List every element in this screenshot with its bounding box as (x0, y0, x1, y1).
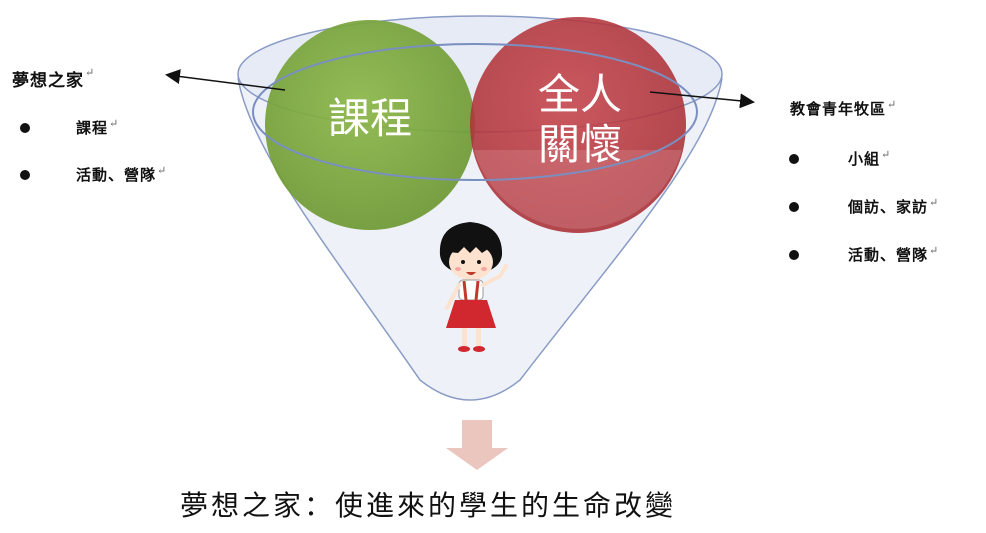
diagram-caption: 夢想之家：使進來的學生的生命改變 (180, 489, 677, 522)
whole-person-label: 全人 (537, 70, 622, 119)
red-circle-lower (474, 150, 682, 229)
left-item-courses: 課程↵ (76, 117, 120, 137)
bullet-dot (789, 202, 799, 212)
right-item-visits: 個訪、家訪↵ (848, 196, 940, 216)
return-mark: ↵ (109, 117, 120, 130)
right-group-title: 教會青年牧區↵ (790, 98, 898, 118)
bullet-dot (789, 250, 799, 260)
girl-character-icon (439, 222, 508, 352)
down-arrow-icon (446, 420, 508, 470)
bullet-dot (789, 154, 799, 164)
whole-person-care-circle-label: 全人 關懷 (510, 70, 650, 171)
right-item-small-group: 小組↵ (848, 148, 892, 168)
return-mark: ↵ (881, 148, 892, 161)
bullet-dot (20, 123, 30, 133)
care-label: 關懷 (537, 120, 622, 170)
return-mark: ↵ (929, 244, 940, 257)
bullet-dot (20, 170, 30, 180)
left-group-title: 夢想之家↵ (12, 66, 96, 91)
return-mark: ↵ (887, 98, 898, 111)
right-arrow (649, 91, 755, 109)
inner-ring (252, 43, 698, 181)
courses-label: 課程 (327, 94, 412, 143)
courses-circle-label: 課程 (310, 94, 430, 144)
left-item-activities: 活動、營隊↵ (76, 164, 168, 184)
right-item-activities: 活動、營隊↵ (848, 244, 940, 264)
return-mark: ↵ (85, 66, 96, 79)
left-arrow (165, 69, 286, 91)
return-mark: ↵ (157, 164, 168, 177)
return-mark: ↵ (929, 196, 940, 209)
